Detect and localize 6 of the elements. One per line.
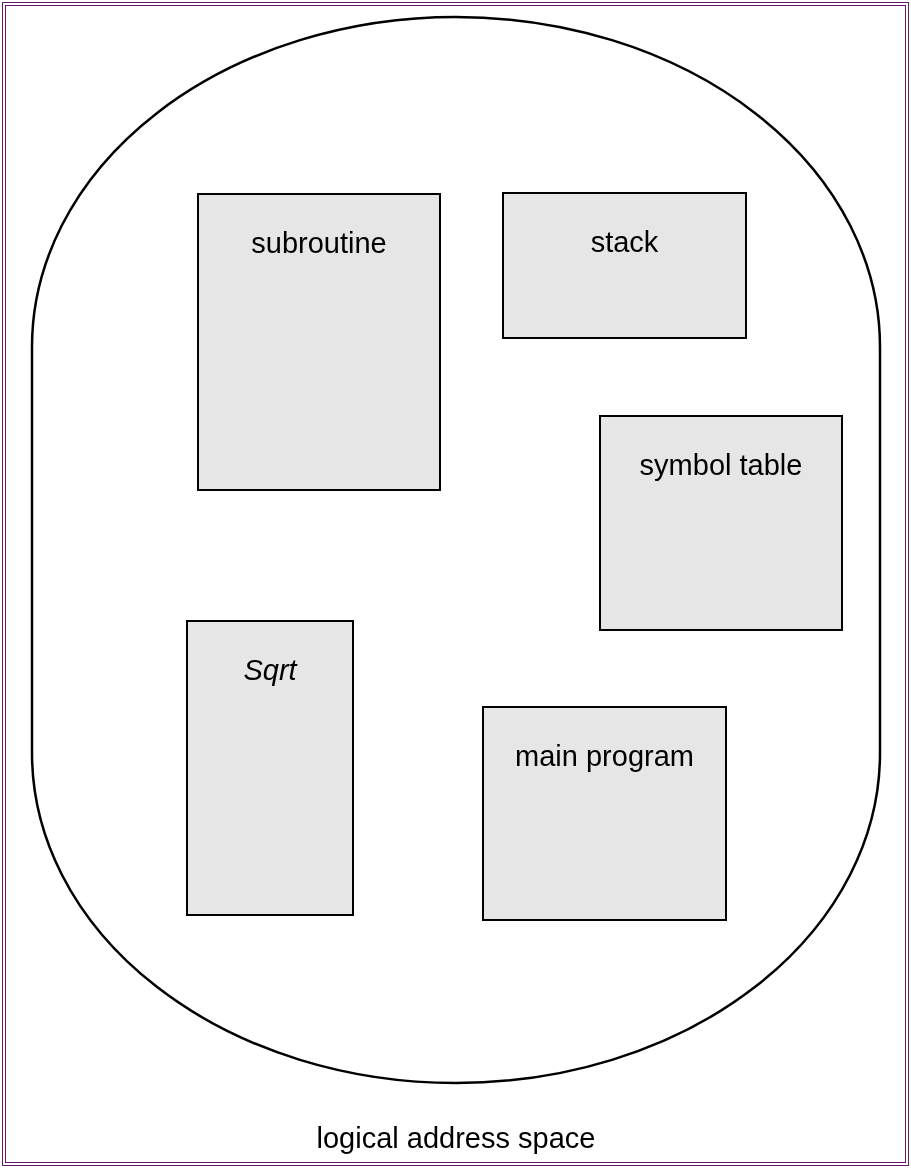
- memory-segment-box: stack: [502, 192, 747, 339]
- memory-segment-box: symbol table: [599, 415, 843, 631]
- memory-segment-box: main program: [482, 706, 727, 921]
- caption-text: logical address space: [315, 1122, 597, 1155]
- memory-segment-box: subroutine: [197, 193, 441, 491]
- memory-segment-box: Sqrt: [186, 620, 354, 916]
